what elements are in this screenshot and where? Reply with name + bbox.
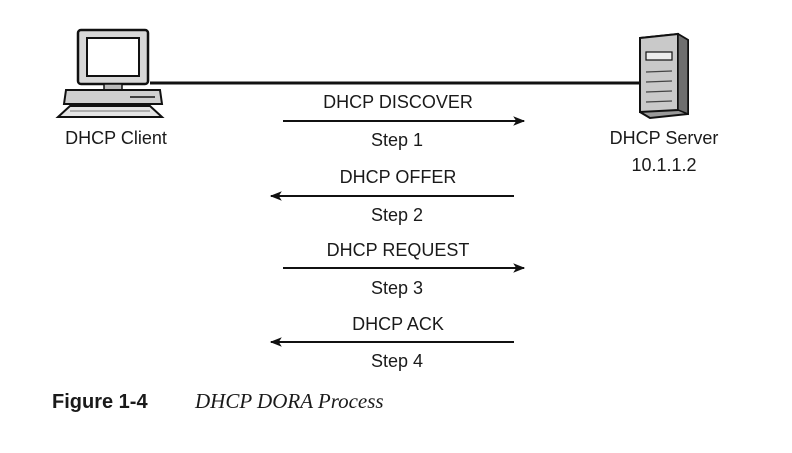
tower-server-icon — [639, 32, 689, 120]
message-discover: DHCP DISCOVER Step 1 — [283, 92, 526, 150]
step-label: Step 2 — [371, 205, 423, 225]
step-label: Step 4 — [371, 351, 423, 371]
step-label: Step 1 — [371, 130, 423, 150]
client-label: DHCP Client — [65, 128, 167, 148]
message-name: DHCP OFFER — [340, 167, 457, 187]
server-ip: 10.1.1.2 — [631, 155, 696, 175]
desktop-computer-icon — [55, 28, 165, 118]
figure-number: Figure 1-4 — [52, 391, 148, 413]
message-name: DHCP DISCOVER — [323, 92, 473, 112]
message-name: DHCP ACK — [352, 314, 444, 334]
message-name: DHCP REQUEST — [327, 240, 470, 260]
message-offer: DHCP OFFER Step 2 — [269, 167, 514, 225]
figure-title: DHCP DORA Process — [194, 389, 384, 413]
message-request: DHCP REQUEST Step 3 — [283, 240, 526, 298]
message-ack: DHCP ACK Step 4 — [269, 314, 514, 371]
step-label: Step 3 — [371, 278, 423, 298]
server-label: DHCP Server — [610, 128, 719, 148]
